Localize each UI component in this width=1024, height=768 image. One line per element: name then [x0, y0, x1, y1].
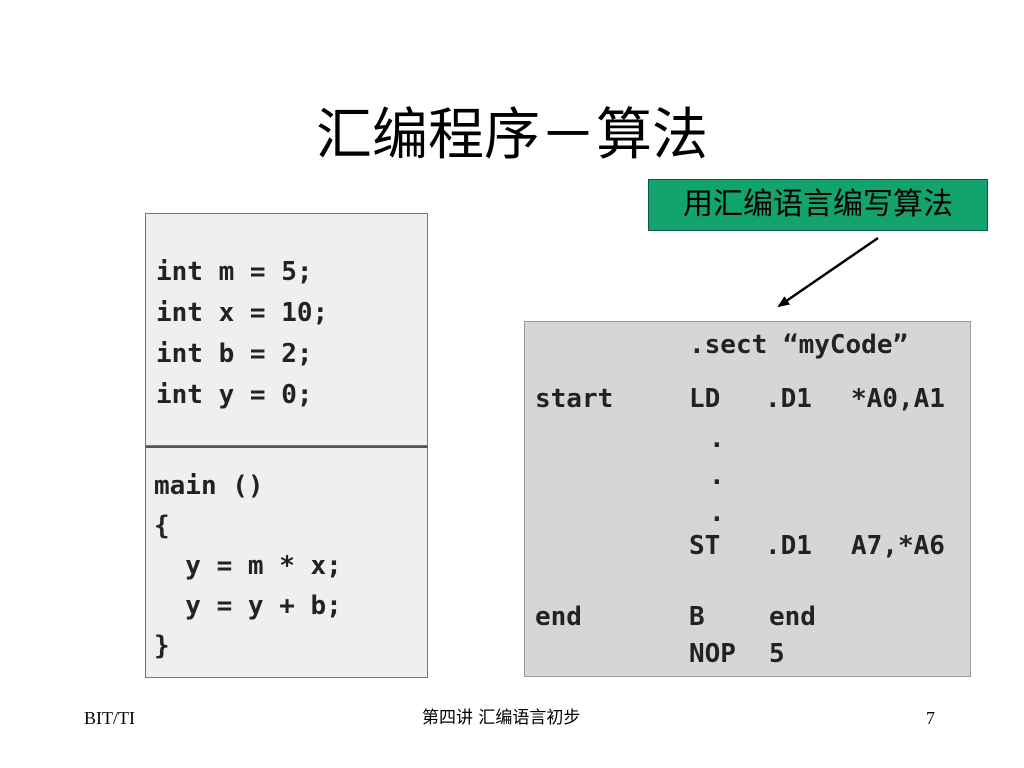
footer-center: 第四讲 汇编语言初步 [422, 708, 581, 728]
asm-operands: *A0,A1 [851, 384, 945, 414]
asm-opcode: ST [689, 531, 721, 561]
asm-unit: .D1 [765, 531, 812, 561]
asm-operands: 5 [769, 639, 785, 669]
code-line: int b = 2; [156, 339, 313, 369]
code-line: } [154, 631, 170, 661]
asm-ellipsis-dot: . [709, 461, 725, 491]
callout-box: 用汇编语言编写算法 [648, 179, 988, 231]
code-line: int y = 0; [156, 380, 313, 410]
asm-opcode: LD [689, 384, 721, 414]
asm-opcode: B [689, 602, 705, 632]
code-line: int x = 10; [156, 298, 329, 328]
page-number: 7 [926, 708, 935, 728]
slide-title: 汇编程序－算法 [316, 103, 708, 168]
asm-unit: .D1 [765, 384, 812, 414]
c-declarations-box: int m = 5; int x = 10; int b = 2; int y … [145, 213, 428, 446]
asm-label-start: start [535, 384, 614, 414]
asm-ellipsis-dot: . [709, 498, 725, 528]
code-line: { [154, 511, 170, 541]
asm-operands: A7,*A6 [851, 531, 945, 561]
code-line: y = y + b; [154, 591, 342, 621]
footer-left: BIT/TI [84, 708, 135, 728]
asm-ellipsis-dot: . [709, 424, 725, 454]
code-line: y = m * x; [154, 551, 342, 581]
asm-opcode: NOP [689, 639, 736, 669]
code-line: main () [154, 471, 264, 501]
asm-sect-directive: .sect “myCode” [689, 330, 909, 360]
asm-label-end: end [535, 602, 582, 632]
asm-operands: end [769, 602, 816, 632]
assembly-code-box: .sect “myCode” start LD .D1 *A0,A1 . . .… [524, 321, 971, 677]
c-main-box: main () { y = m * x; y = y + b; } [145, 446, 428, 678]
code-line: int m = 5; [156, 257, 313, 287]
